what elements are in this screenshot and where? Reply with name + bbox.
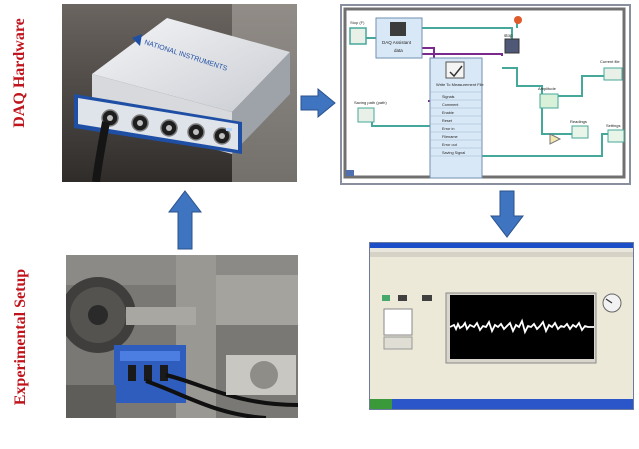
arrow-up bbox=[167, 190, 203, 250]
daq-hardware-label: DAQ Hardware bbox=[11, 18, 28, 128]
node-current-file: Current file bbox=[600, 59, 620, 64]
node-daq-assistant: DAQ Assistant bbox=[382, 40, 412, 45]
experimental-setup-label: Experimental Setup bbox=[12, 268, 29, 406]
svg-text:Stop (F): Stop (F) bbox=[350, 20, 365, 25]
daq-hardware-photo: NATIONAL INSTRUMENTS bbox=[62, 4, 297, 182]
labview-block-diagram: Stop (F) DAQ Assistant data stop Write T… bbox=[340, 4, 631, 185]
arrow-down bbox=[489, 190, 525, 238]
node-saving-path: Saving path (path) bbox=[354, 100, 387, 105]
experimental-setup-photo bbox=[66, 255, 298, 418]
term-saving-signal: Saving Signal bbox=[442, 151, 465, 155]
term-enable: Enable bbox=[442, 111, 454, 115]
node-settings: Settings bbox=[606, 123, 620, 128]
node-amplitude: Amplitude bbox=[538, 86, 557, 91]
term-error-in: Error in bbox=[442, 127, 454, 131]
node-daq-assistant-data: data bbox=[394, 48, 403, 53]
term-comment: Comment bbox=[442, 103, 459, 107]
node-stop: stop bbox=[504, 33, 513, 38]
node-write-file: Write To Measurement File bbox=[436, 82, 484, 87]
term-signals: Signals bbox=[442, 95, 455, 99]
node-readings: Readings bbox=[570, 119, 587, 124]
term-error-out: Error out bbox=[442, 143, 458, 147]
arrow-right bbox=[300, 88, 336, 118]
front-panel-screenshot bbox=[369, 242, 634, 410]
term-filename: Filename bbox=[442, 135, 458, 139]
term-reset: Reset bbox=[442, 119, 453, 123]
